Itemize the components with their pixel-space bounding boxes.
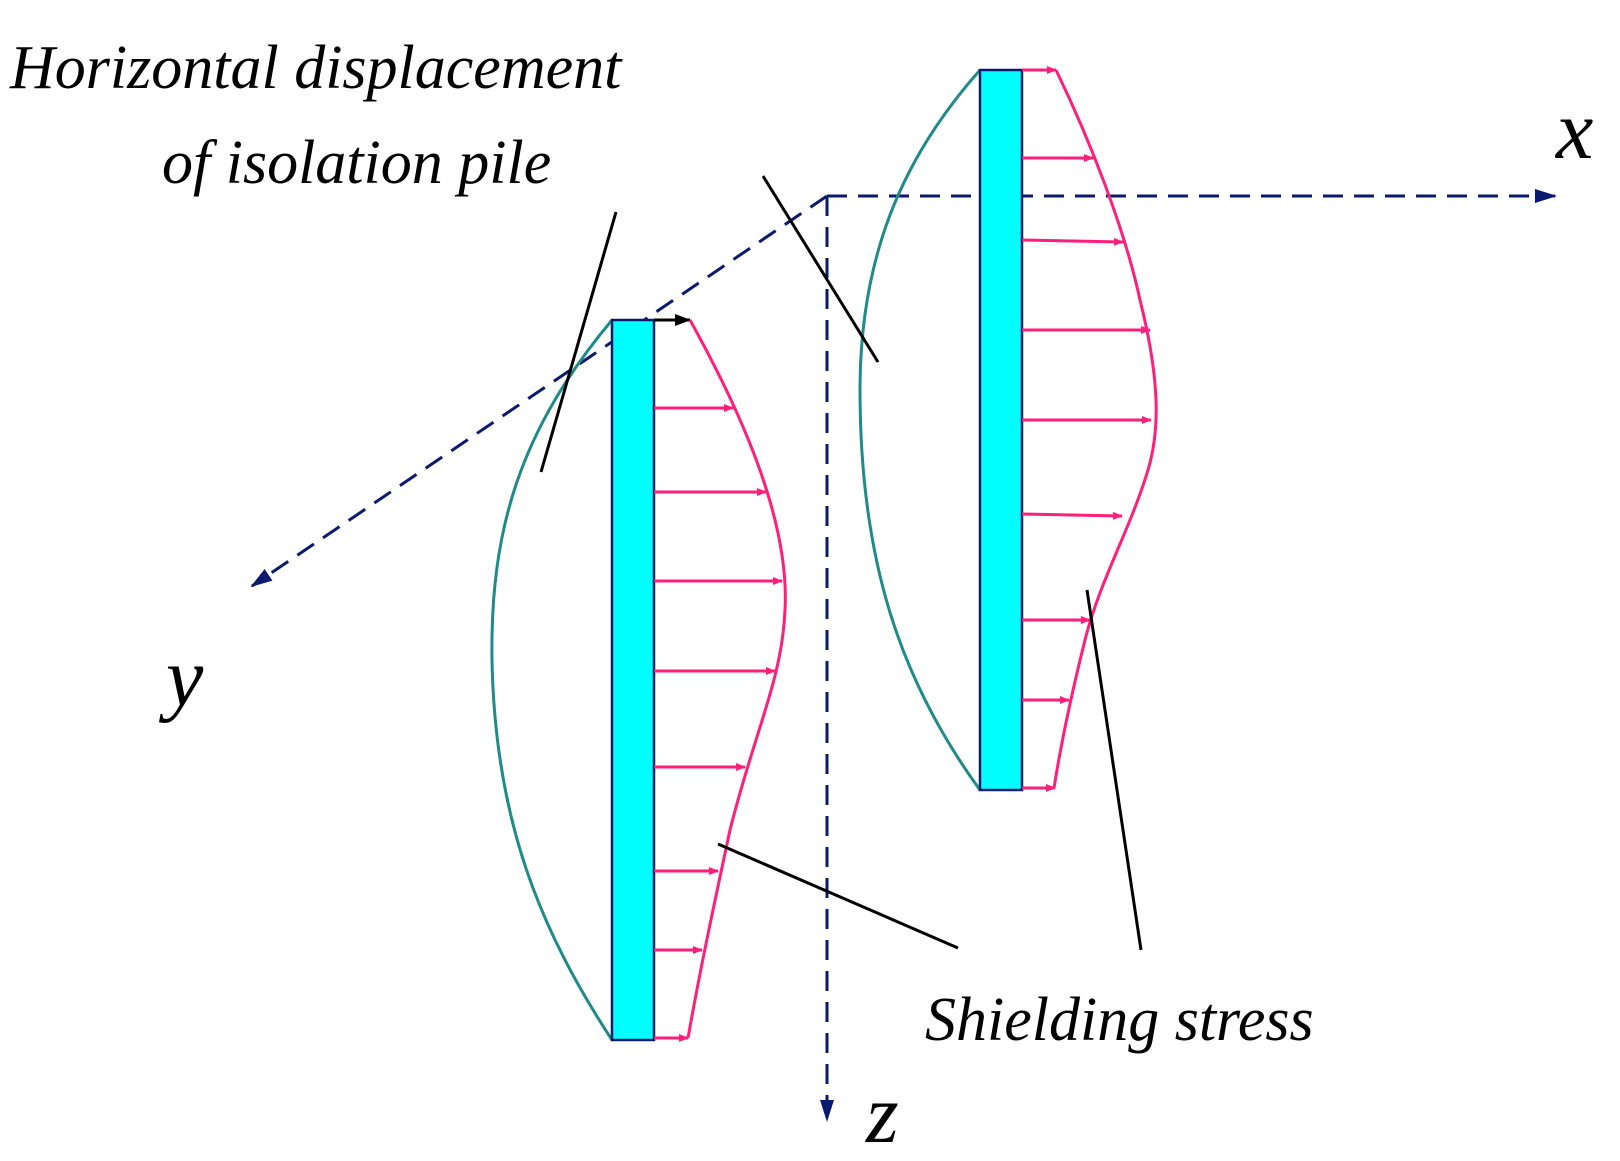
displacement-curve-left bbox=[490, 319, 614, 1041]
leader-lines bbox=[539, 175, 1143, 951]
pile-right bbox=[858, 66, 1158, 792]
y-axis bbox=[250, 194, 828, 588]
leader-stress-left bbox=[717, 842, 959, 950]
x-axis-label: x bbox=[1554, 84, 1593, 177]
shielding-stress-arrows-left bbox=[654, 404, 783, 1042]
z-axis-label: z bbox=[865, 1068, 899, 1161]
displacement-label-line1: Horizontal displacement bbox=[9, 34, 623, 102]
shielding-stress-label: Shielding stress bbox=[925, 986, 1314, 1054]
shielding-stress-arrows-right bbox=[1021, 66, 1152, 792]
leader-stress-right bbox=[1085, 589, 1143, 951]
shielding-stress-curve-right bbox=[1052, 69, 1158, 789]
displacement-label-line2: of isolation pile bbox=[162, 129, 551, 197]
shielding-stress-curve-left bbox=[686, 319, 787, 1039]
isolation-pile-right bbox=[978, 68, 1024, 792]
leader-displacement-right bbox=[761, 175, 880, 363]
y-axis-label: y bbox=[158, 631, 204, 724]
leader-displacement-left bbox=[539, 211, 618, 473]
isolation-pile-left bbox=[610, 318, 656, 1042]
stress-arrow bbox=[1021, 511, 1123, 520]
coordinate-axes bbox=[250, 189, 1557, 1122]
stress-arrow bbox=[1021, 237, 1124, 246]
pile-left bbox=[490, 314, 787, 1042]
displacement-curve-right bbox=[858, 69, 982, 791]
